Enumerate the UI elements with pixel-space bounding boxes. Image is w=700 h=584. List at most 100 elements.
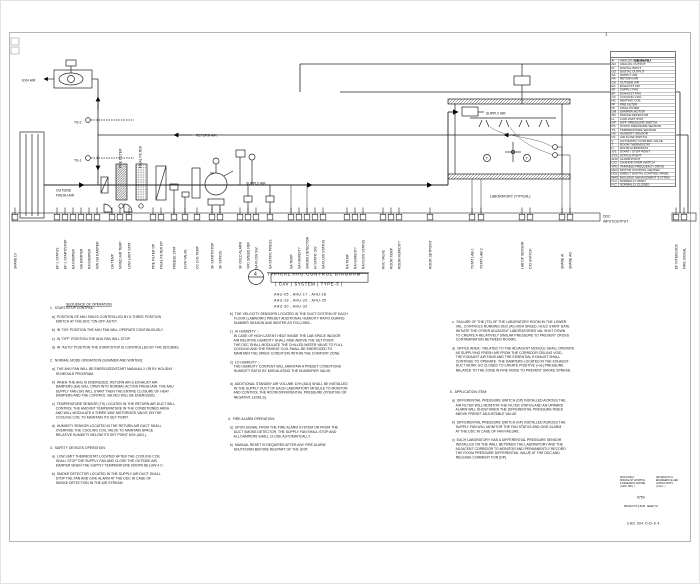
note-line: a) THE AHU FAN WILL BE ENERGIZED/START M…: [50, 367, 173, 371]
ddc-point-label: SPARE AO: [568, 251, 573, 269]
note-line: RELATED TO THE ZONE IN FIRE MODE TO PREV…: [450, 368, 572, 372]
note-line: AND WILL MODULATE A THREE WAY MOTORIZED …: [50, 410, 162, 415]
note-line: 4. FIRE ALARM OPERATION:: [228, 416, 275, 421]
note-line: TO CREATE A RELATIVELY SIMILAR PRESSURE …: [450, 333, 569, 337]
note-line: SUPPLY FAN WILL MONITOR THE FAN STATUS A…: [450, 424, 562, 429]
sensor-label-1: TS-1: [74, 158, 82, 163]
note-line: HUMIDITY RATIO BY MODULATING THE HUMIDIF…: [228, 368, 332, 373]
ddc-terminal: [108, 214, 116, 221]
exhaust-fan: [43, 59, 98, 89]
note-line: a) UPON SIGNAL FROM THE FIRE ALARM SYSTE…: [228, 425, 338, 430]
note-line: CONTROL THE AMOUNT TEMPERATURE IN THE CO…: [50, 406, 170, 411]
note-line: COOLING COIL TO MAINTAIN ITS SET POINT.: [50, 415, 129, 420]
outside-air-louver: [19, 131, 45, 219]
note-line: FLOOR (LABWORK) PRESET ADDITIONAL HUMIDI…: [228, 316, 345, 321]
sheet-border: [9, 32, 691, 542]
damper-actuator: [123, 203, 133, 213]
note-line: b) IN "ON" POSITION THE AHU FAN WILL OPE…: [50, 327, 164, 332]
ddc-terminal: [125, 214, 133, 221]
note-line: a) DIFFERENTIAL PRESSURE SWITCH (DP) INS…: [450, 398, 566, 403]
note-line: CONTAMINATION BETWEEN ROOMS.: [450, 337, 517, 342]
ddc-terminal: [558, 214, 566, 221]
outside-air-label-1: OUTSIDE: [56, 188, 72, 193]
note-line: DUCT WORK GO CLOSED TO CREATE POSITIVE (…: [450, 363, 564, 368]
supply-air-label: SUPPLY AIR: [246, 181, 266, 186]
ddc-terminal: [181, 214, 189, 221]
supply-fan-label: SF: [210, 171, 215, 176]
stamp-doc-line: CAD 304 O-D-6 4: [627, 521, 660, 526]
sheet-ticks: [10, 37, 20, 55]
ddc-terminal-strip: [11, 207, 697, 222]
note-line: 1) HI HUMIDITY :-: [228, 329, 259, 334]
ddc-io-label-1: DDC: [603, 214, 611, 219]
note-line: ABOVE PRESET ADJUSTABLE VALUE.: [450, 411, 518, 416]
ddc-terminal: [11, 214, 19, 221]
ddc-terminal: [216, 214, 224, 221]
note-line: RELEASE COMMENT FOR (DP).: [450, 455, 508, 460]
ddc-terminal: [672, 214, 680, 221]
note-line: COOLING AND THE REHEAT COIL SHALL BE ENE…: [228, 346, 333, 351]
ddc-terminal: [343, 214, 351, 221]
fan-motor: [207, 198, 225, 206]
ddc-terminal: [252, 214, 260, 221]
note-line: ADJACENT CORRIDOR TO MONITOR AND PERMANE…: [450, 446, 566, 451]
ddc-terminal: [157, 214, 165, 221]
note-line: AIR FILTER WILL MONITOR THE FILTER STATU…: [450, 403, 564, 407]
room-thermostat: [523, 154, 531, 162]
note-line: SCHEDULE PROGRAM.: [50, 371, 94, 376]
note-line: DUCT SMOKE DETECTOR, THE SUPPLY FAN SHAL…: [228, 429, 337, 434]
note-line: SUPPLY FAN (SF) WILL START THEN THE ENTI…: [50, 389, 170, 393]
note-line: b) SMOKE DETECTOR LOCATED IN THE SUPPLY …: [50, 472, 161, 476]
note-line: IN CASE OF HIGH LATENT HEAT INSIDE THE L…: [228, 333, 341, 338]
note-line: d) IN "AUTO" POSITION THE START/STOP IS …: [50, 345, 180, 350]
note-line: c) TEMPERATURE SENSOR (TS) LOCATED IN TH…: [50, 402, 176, 406]
ahu-units-line3: AHU-30 , AHU-32 .: [274, 305, 311, 309]
note-line: 5. APPLICATION ITEM:: [450, 389, 487, 394]
supply-air-duct: [44, 109, 459, 188]
laboratory-room: T T: [447, 64, 571, 213]
note-line: THE EXHAUST AIR FANS AND THE ESSENTIAL E…: [450, 354, 561, 359]
note-line: c) EACH LABORATORY HAS A DIFFERENTIAL PR…: [450, 437, 562, 442]
note-line: b) DIFFERENTIAL PRESSURE SWITCH (DP) INS…: [450, 420, 566, 425]
note-line: b) MANUAL RESET IS REQUIRED AFTER ANY FI…: [228, 443, 326, 447]
reheat-box: [461, 106, 479, 117]
note-line: DAMPERS (EA) WILL OPEN INTO NORMAL ACTIO…: [50, 384, 174, 389]
note-line: c. FAILURE OF THE (TS) OF THE LABORATORY…: [450, 320, 567, 324]
ddc-terminal: [295, 214, 303, 221]
note-line: IN THE SUPPLY DUCT OF EACH LABORATORY MO…: [228, 386, 348, 391]
ddc-terminal: [526, 214, 534, 221]
outside-air-label-2: FRESH AIR: [56, 193, 75, 197]
legend-title: LEGEND: [611, 52, 675, 63]
ddc-terminal: [266, 214, 274, 221]
return-air-ducts: [95, 63, 689, 213]
final-filter-label: FINAL FILTER: [138, 145, 143, 168]
ddc-terminal: [193, 214, 201, 221]
stamp-project-line: PROJECT B S-5428 , SHEET 64: [624, 505, 658, 508]
drawing-title-line1: TYPICAL AHU CONTROL DIAGRAM: [267, 271, 362, 277]
note-line: ALL DAMPERS SHALL CLOSE AUTOMATICALLY.: [228, 434, 311, 439]
notes-column-1: 1. START/STOP CONTROL: a) POSITION OF AH…: [50, 306, 550, 584]
sensor-label-2: TS-2: [74, 120, 82, 125]
note-line: ALARM WILL SHOW WHEN THE DIFFERENTIAL PR…: [450, 407, 563, 412]
sheet-corner-mark: 1: [605, 32, 608, 37]
ddc-terminal: [566, 214, 574, 221]
note-line: SHALL STOP THE SUPPLY FAN AND CLOSE THE …: [50, 458, 157, 463]
